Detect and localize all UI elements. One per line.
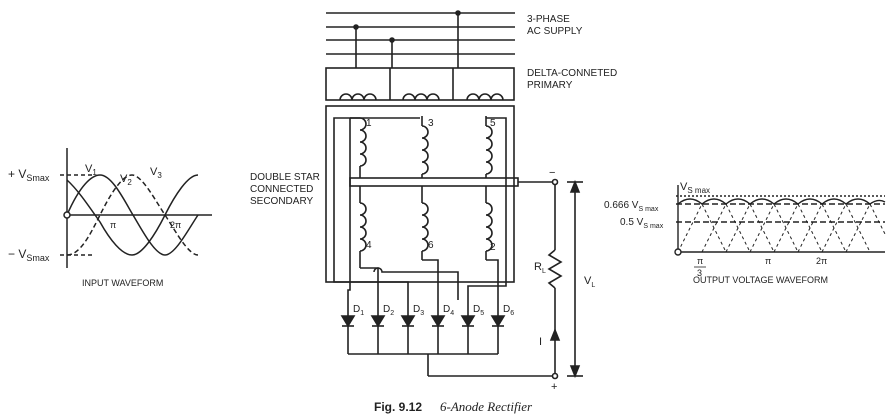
lower-windings — [359, 186, 493, 268]
output-level-0666: 0.666 VS max — [604, 200, 659, 213]
input-waveform-caption: INPUT WAVEFORM — [82, 278, 163, 288]
diode-leads — [333, 117, 507, 300]
star-neutral-bar — [349, 177, 519, 187]
minus-terminal: − — [549, 167, 555, 179]
output-pi-over-3-num: π — [697, 256, 703, 266]
winding-label-3: 3 — [428, 118, 434, 129]
input-v3-label: V3 — [150, 166, 162, 180]
input-2pi-label: 2π — [170, 220, 181, 230]
secondary-label-line1: DOUBLE STAR — [250, 172, 320, 183]
supply-label-line2: AC SUPPLY — [527, 26, 583, 37]
diode-label-d2: D2 — [383, 304, 394, 317]
diode-bank — [340, 300, 506, 355]
figure-title: 6-Anode Rectifier — [440, 399, 533, 414]
text-labels: 3-PHASE AC SUPPLY DELTA-CONNETED PRIMARY… — [8, 14, 828, 393]
input-v2-label: V2 — [120, 173, 132, 187]
input-plus-vsmax: + VSmax — [8, 167, 50, 183]
supply-lines — [326, 10, 515, 68]
winding-label-4: 4 — [366, 240, 372, 251]
figure-number: Fig. 9.12 — [374, 400, 422, 414]
output-pi-label: π — [765, 256, 771, 266]
diode-label-d4: D4 — [443, 304, 454, 317]
winding-label-6: 6 — [428, 240, 434, 251]
primary-label-line2: PRIMARY — [527, 80, 573, 91]
output-vsmax-label: VS max — [680, 181, 710, 195]
input-waveform-graph — [60, 148, 212, 268]
diode-label-d3: D3 — [413, 304, 424, 317]
load-resistor-label: RL — [534, 261, 546, 275]
diode-label-d5: D5 — [473, 304, 484, 317]
output-level-05: 0.5 VS max — [620, 217, 664, 230]
winding-label-5: 5 — [490, 118, 496, 129]
winding-label-1: 1 — [366, 118, 372, 129]
secondary-label-line2: CONNECTED — [250, 184, 313, 195]
load-voltage-label: VL — [584, 275, 595, 289]
output-pi-over-3-den: 3 — [697, 268, 702, 278]
input-v1-label: V1 — [85, 163, 97, 177]
output-waveform-caption: OUTPUT VOLTAGE WAVEFORM — [693, 275, 828, 285]
output-2pi-label: 2π — [816, 256, 827, 266]
diode-label-d1: D1 — [353, 304, 364, 317]
plus-terminal: + — [551, 381, 557, 393]
secondary-core — [325, 105, 515, 283]
input-minus-vsmax: − VSmax — [8, 247, 50, 263]
diode-label-d6: D6 — [503, 304, 514, 317]
current-label: I — [539, 336, 542, 348]
winding-label-2: 2 — [490, 242, 496, 253]
secondary-label-line3: SECONDARY — [250, 196, 313, 207]
load-circuit — [427, 178, 583, 380]
delta-primary — [325, 67, 515, 101]
primary-label-line1: DELTA-CONNETED — [527, 68, 617, 79]
input-pi-label: π — [110, 220, 116, 230]
output-waveform-graph — [674, 185, 886, 256]
supply-label-line1: 3-PHASE — [527, 14, 570, 25]
